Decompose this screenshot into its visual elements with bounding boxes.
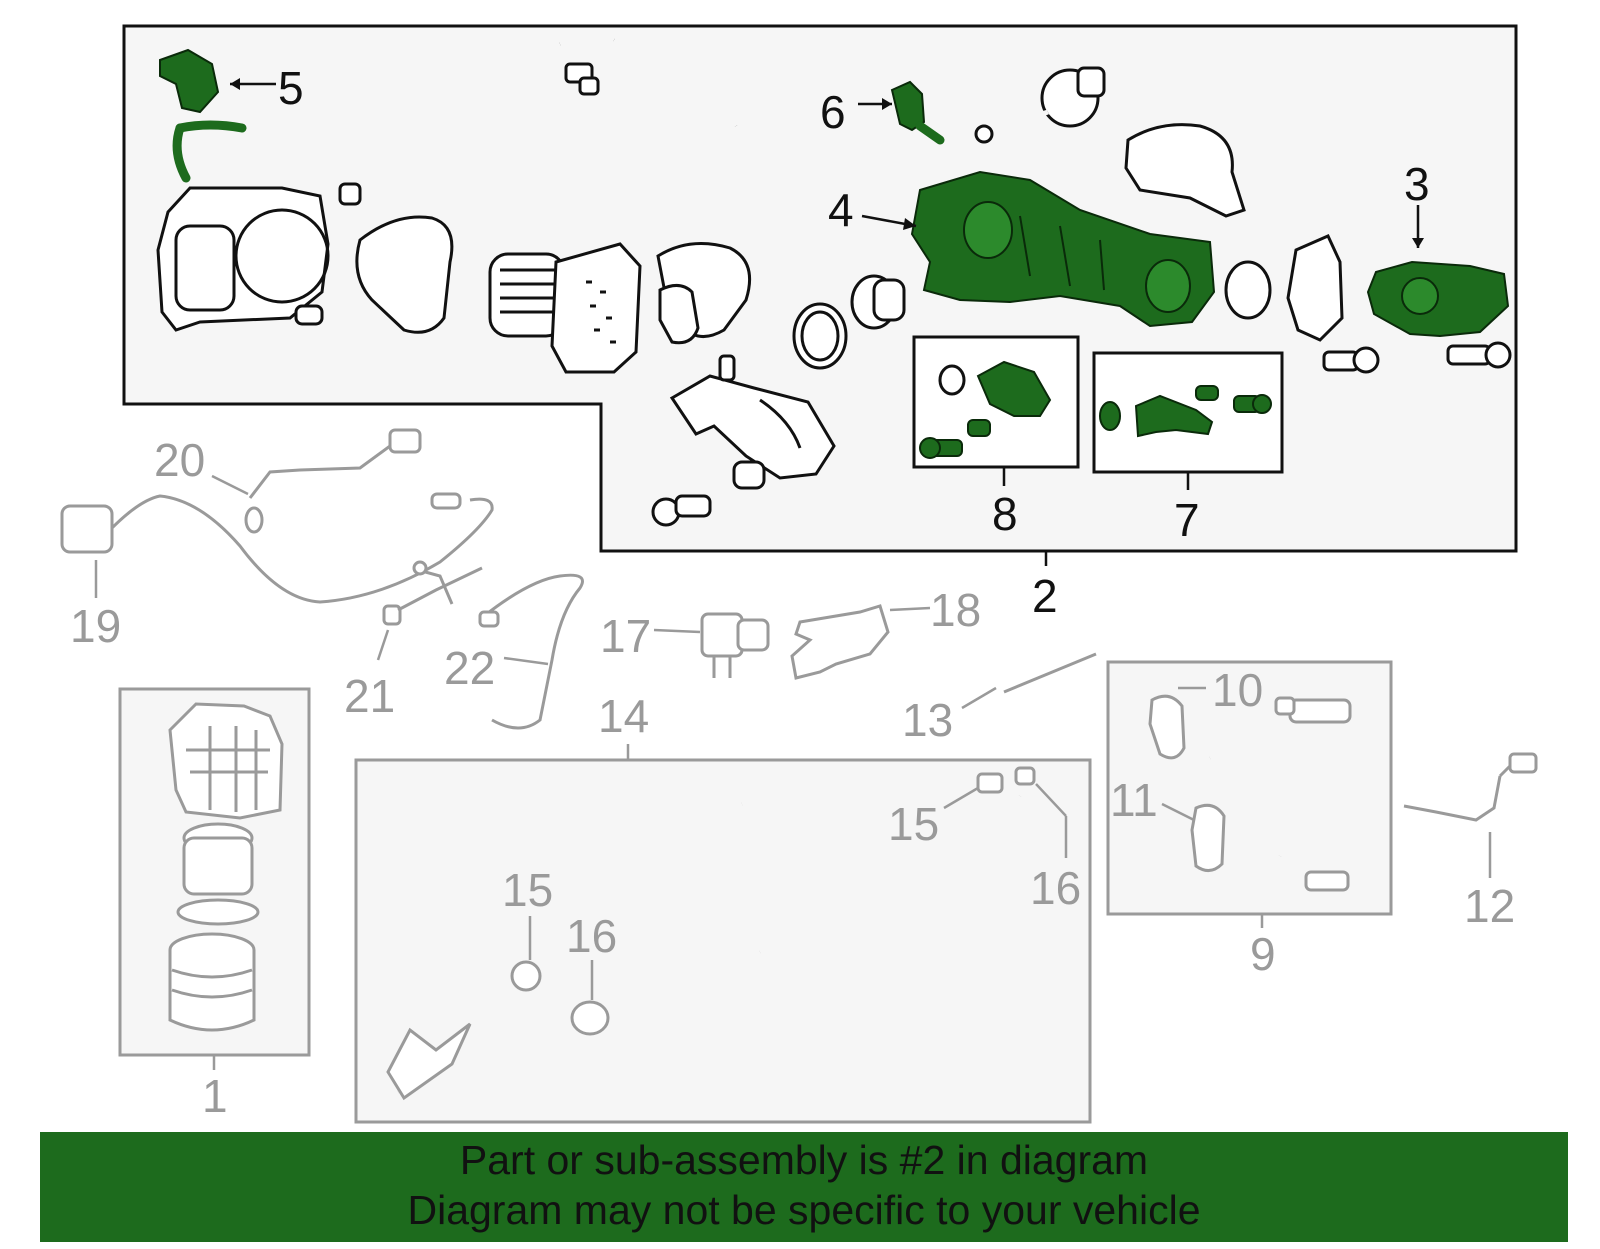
- part-5-sensor[interactable]: [159, 48, 247, 183]
- callout-21[interactable]: 21: [344, 670, 395, 722]
- cooler-gasket-lower[interactable]: [658, 284, 700, 345]
- part-19-20-oxygen-sensor-harness[interactable]: [60, 428, 494, 604]
- leader-11: [1161, 802, 1195, 822]
- housing-plug[interactable]: [732, 460, 766, 490]
- callout-22[interactable]: 22: [444, 642, 495, 694]
- part-6-temp-sensor[interactable]: [890, 80, 945, 145]
- coolant-outlet-housing[interactable]: [669, 354, 836, 480]
- leader-22: [503, 656, 549, 666]
- vacuum-hose-right-inner: [613, 38, 738, 127]
- info-banner: Part or sub-assembly is #2 in diagram Di…: [40, 1132, 1568, 1242]
- leader-5-arrow: [230, 78, 240, 90]
- callout-9[interactable]: 9: [1250, 928, 1276, 980]
- throttle-gasket[interactable]: [355, 215, 454, 334]
- vacuum-hose-left-inner: [474, 42, 561, 231]
- pump-bolt-right[interactable]: [1446, 341, 1512, 369]
- hose-fitting[interactable]: [564, 62, 600, 96]
- callout-11[interactable]: 11: [1110, 774, 1158, 826]
- callout-1[interactable]: 1: [202, 1070, 228, 1122]
- part-16-clamp-top[interactable]: [1014, 766, 1036, 786]
- part-21-sensor[interactable]: [382, 560, 483, 626]
- callout-15-top[interactable]: 15: [888, 798, 939, 850]
- leader-21: [376, 629, 390, 661]
- callout-19[interactable]: 19: [70, 600, 121, 652]
- throttle-body[interactable]: [156, 182, 362, 332]
- callout-17[interactable]: 17: [600, 610, 651, 662]
- callout-13[interactable]: 13: [902, 694, 953, 746]
- callout-4[interactable]: 4: [828, 184, 854, 236]
- part-3-water-pump[interactable]: [1366, 260, 1510, 338]
- part-22-sensor-cable[interactable]: [478, 573, 584, 730]
- thermostat-o-ring-inner: [800, 310, 840, 362]
- leader-16-top-b: [1035, 783, 1067, 817]
- callout-14[interactable]: 14: [598, 690, 649, 742]
- part-9-egr-pipe-assembly[interactable]: [1148, 694, 1352, 892]
- pump-gasket[interactable]: [1286, 234, 1344, 342]
- leader-13: [961, 686, 997, 710]
- leader-4-arrow: [903, 218, 916, 230]
- pump-bolt-left[interactable]: [1322, 346, 1380, 374]
- part-16-clamp[interactable]: [570, 1000, 610, 1036]
- pump-o-ring[interactable]: [1224, 260, 1272, 320]
- callout-2[interactable]: 2: [1032, 570, 1058, 622]
- callout-12[interactable]: 12: [1464, 880, 1515, 932]
- thermostat[interactable]: [850, 274, 906, 330]
- part-4-thermostat-housing[interactable]: [910, 170, 1216, 328]
- callout-16-top[interactable]: 16: [1030, 862, 1081, 914]
- actuator-rod[interactable]: [974, 66, 1106, 144]
- part-7-bypass-pipe[interactable]: [1099, 385, 1272, 438]
- part-8-bypass-valve[interactable]: [919, 360, 1052, 459]
- callout-3[interactable]: 3: [1404, 158, 1430, 210]
- part-13-stud[interactable]: [1003, 652, 1097, 694]
- egr-cooler[interactable]: [488, 242, 642, 374]
- part-17-solenoid[interactable]: [700, 612, 770, 678]
- banner-line-2: Diagram may not be specific to your vehi…: [407, 1187, 1201, 1233]
- part-14-box: [354, 758, 1092, 1124]
- housing-bolt[interactable]: [651, 494, 712, 527]
- banner-line-1: Part or sub-assembly is #2 in diagram: [459, 1137, 1149, 1183]
- callout-10[interactable]: 10: [1212, 664, 1263, 716]
- part-18-bracket[interactable]: [790, 604, 890, 680]
- callout-18[interactable]: 18: [930, 584, 981, 636]
- callout-16-bottom[interactable]: 16: [566, 910, 617, 962]
- part-15-clamp[interactable]: [510, 960, 542, 992]
- callout-6[interactable]: 6: [820, 86, 846, 138]
- part-15-clamp-top[interactable]: [976, 772, 1004, 794]
- callout-8[interactable]: 8: [992, 488, 1018, 540]
- leader-15-top: [943, 786, 979, 810]
- callout-15-bottom[interactable]: 15: [502, 864, 553, 916]
- callout-7[interactable]: 7: [1174, 494, 1200, 546]
- leader-3-arrow: [1412, 238, 1424, 248]
- leader-20: [211, 474, 249, 496]
- callout-20[interactable]: 20: [154, 434, 205, 486]
- part-12-sensor[interactable]: [1403, 752, 1538, 822]
- housing-gasket[interactable]: [1124, 123, 1246, 218]
- leader-18: [889, 606, 931, 612]
- part-1-oil-filter-assembly[interactable]: [168, 702, 284, 1032]
- part-14-tube-assembly[interactable]: [386, 794, 1024, 1101]
- callout-5[interactable]: 5: [278, 62, 304, 114]
- leader-6-arrow: [882, 98, 892, 110]
- leader-17: [653, 628, 701, 634]
